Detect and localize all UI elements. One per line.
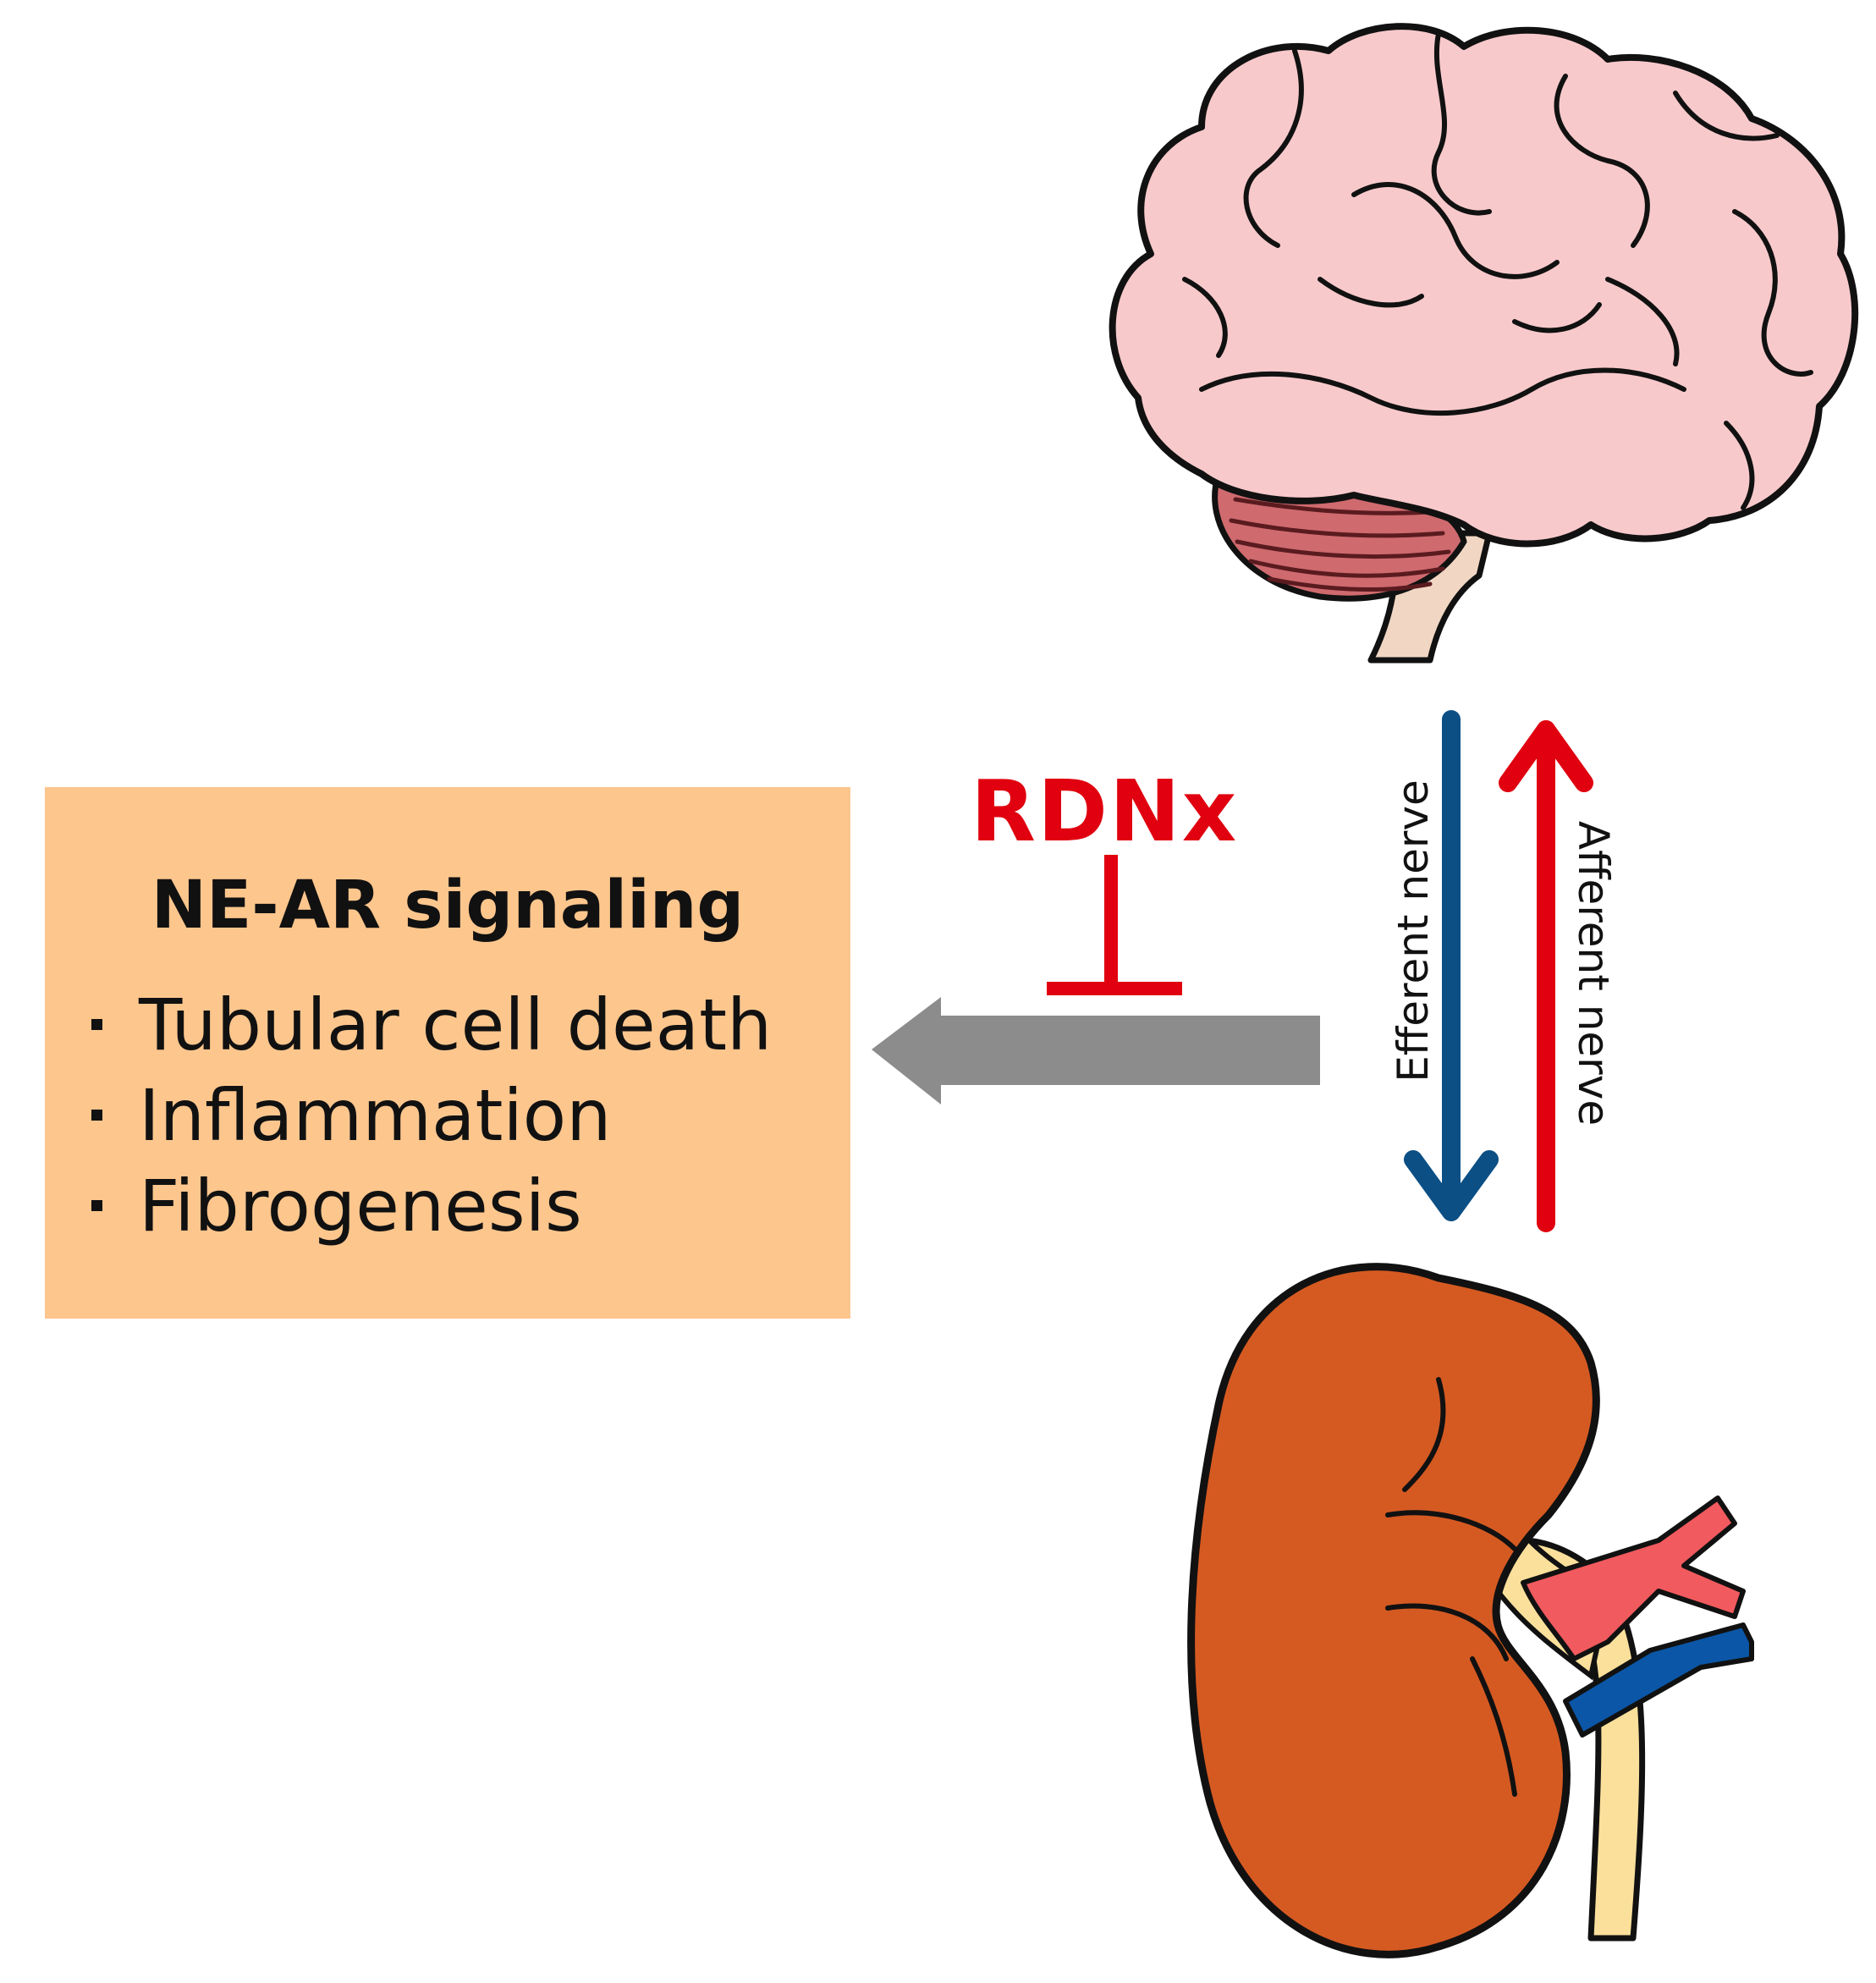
list-item-label: Inflammation: [139, 1074, 612, 1157]
efferent-arrow: [1404, 710, 1499, 1221]
list-item: Fibrogenesis: [91, 1161, 772, 1252]
ne-ar-signaling-box: NE-AR signaling Tubular cell death Infla…: [45, 787, 850, 1319]
bullet-icon: [91, 1019, 102, 1030]
signal-arrow: [872, 997, 1320, 1104]
rdnx-label: RDNx: [971, 762, 1239, 861]
effects-list: Tubular cell death Inflammation Fibrogen…: [91, 980, 772, 1252]
list-item: Inflammation: [91, 1071, 772, 1161]
inhibitor-symbol: [1047, 855, 1182, 995]
list-item-label: Tubular cell death: [139, 983, 773, 1066]
afferent-arrow: [1499, 720, 1593, 1232]
list-item-label: Fibrogenesis: [139, 1165, 582, 1248]
afferent-nerve-label: Afferent nerve: [1569, 820, 1618, 1126]
box-title: NE-AR signaling: [151, 868, 745, 944]
brain-icon: [1109, 23, 1859, 664]
bullet-icon: [91, 1200, 102, 1211]
bullet-icon: [91, 1110, 102, 1121]
efferent-nerve-label: Efferent nerve: [1389, 779, 1438, 1082]
list-item: Tubular cell death: [91, 980, 772, 1071]
